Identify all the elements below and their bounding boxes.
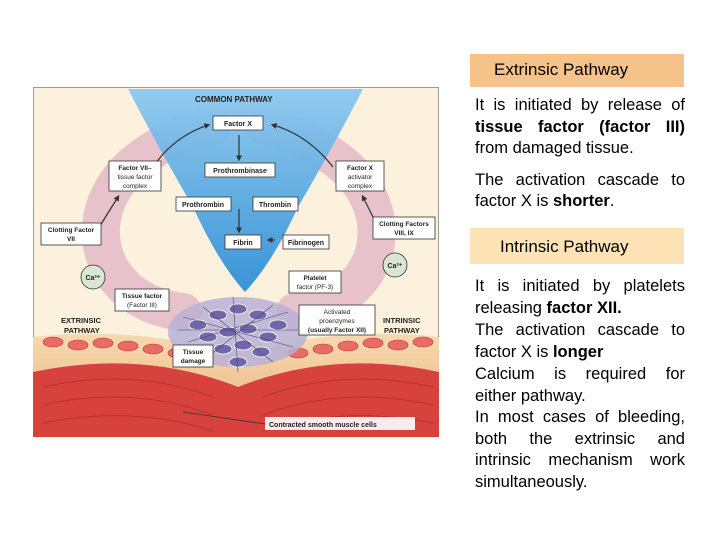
factor-vii-complex-box: Factor VII– tissue factor complex xyxy=(108,160,162,192)
activated-proenzymes-box: Activated proenzymes (usually Factor XII… xyxy=(298,304,376,336)
tissue-factor-box: Tissue factor (Factor III) xyxy=(114,288,170,312)
extrinsic-description: It is initiated by release of tissue fac… xyxy=(475,95,685,213)
intrinsic-pathway-title: Intrinsic Pathway xyxy=(500,237,629,256)
extrinsic-paragraph-1: It is initiated by release of tissue fac… xyxy=(475,96,685,157)
svg-text:VIII, IX: VIII, IX xyxy=(394,230,414,237)
thrombin-box: Thrombin xyxy=(252,196,299,212)
svg-text:Factor X: Factor X xyxy=(347,165,374,172)
svg-text:Platelet: Platelet xyxy=(303,275,327,282)
extrinsic-pathway-header: Extrinsic Pathway xyxy=(470,54,684,87)
svg-text:(Factor III): (Factor III) xyxy=(127,302,157,309)
svg-text:Ca²⁺: Ca²⁺ xyxy=(86,275,101,282)
svg-text:Fibrin: Fibrin xyxy=(233,240,252,247)
extrinsic-pathway-label: EXTRINSIC xyxy=(61,316,102,325)
svg-text:(usually Factor XII): (usually Factor XII) xyxy=(308,327,366,334)
factor-x-box: Factor X xyxy=(212,115,264,131)
svg-text:Prothrombinase: Prothrombinase xyxy=(213,168,267,175)
svg-text:Factor VII–: Factor VII– xyxy=(118,165,152,172)
extrinsic-pathway-label-2: PATHWAY xyxy=(64,326,100,335)
svg-text:VII: VII xyxy=(67,236,75,243)
tissue-damage-box: Tissue damage xyxy=(172,344,214,368)
svg-text:Prothrombin: Prothrombin xyxy=(182,202,224,209)
extrinsic-pathway-title: Extrinsic Pathway xyxy=(494,60,629,79)
calcium-left-icon: Ca²⁺ xyxy=(80,264,106,290)
svg-text:complex: complex xyxy=(348,183,373,190)
intrinsic-description: It is initiated by platelets releasing f… xyxy=(475,276,685,493)
svg-text:proenzymes: proenzymes xyxy=(319,318,355,325)
clotting-factors-viii-ix-box: Clotting Factors VIII, IX xyxy=(372,216,436,240)
svg-text:activator: activator xyxy=(348,174,373,181)
intrinsic-paragraph-4: In most cases of bleeding, both the extr… xyxy=(475,408,685,491)
factor-x-activator-box: Factor X activator complex xyxy=(335,160,385,192)
svg-text:Fibrinogen: Fibrinogen xyxy=(288,240,324,247)
red-cells-right xyxy=(287,336,434,359)
svg-text:Clotting Factor: Clotting Factor xyxy=(48,227,95,234)
clotting-factor-vii-box: Clotting Factor VII xyxy=(40,222,102,246)
intrinsic-pathway-label-2: PATHWAY xyxy=(384,326,420,335)
intrinsic-paragraph-2: The activation cascade to factor X is lo… xyxy=(475,321,685,361)
fibrinogen-box: Fibrinogen xyxy=(282,234,330,250)
intrinsic-paragraph-1: It is initiated by platelets releasing f… xyxy=(475,277,685,317)
svg-text:complex: complex xyxy=(123,183,148,190)
svg-text:Thrombin: Thrombin xyxy=(259,202,291,209)
platelet-factor-box: Platelet factor (PF-3) xyxy=(288,270,342,294)
prothrombinase-box: Prothrombinase xyxy=(204,162,276,178)
intrinsic-paragraph-3: Calcium is required for either pathway. xyxy=(475,365,685,405)
prothrombin-box: Prothrombin xyxy=(175,196,232,212)
smooth-muscle-pointer xyxy=(182,411,266,425)
svg-text:Ca²⁺: Ca²⁺ xyxy=(388,263,403,270)
svg-text:Factor X: Factor X xyxy=(224,121,252,128)
svg-text:Contracted smooth muscle cells: Contracted smooth muscle cells xyxy=(269,422,377,429)
red-cells-left xyxy=(42,336,189,359)
intrinsic-pathway-header: Intrinsic Pathway xyxy=(470,228,684,264)
svg-text:Clotting Factors: Clotting Factors xyxy=(379,221,429,228)
fibrin-box: Fibrin xyxy=(224,234,262,250)
intrinsic-pathway-label: INTRINSIC xyxy=(383,316,421,325)
coagulation-diagram: COMMON PATHWAY Factor X Prothrombinase P… xyxy=(33,87,439,437)
svg-text:Tissue: Tissue xyxy=(183,349,204,356)
svg-text:factor (PF-3): factor (PF-3) xyxy=(297,284,333,291)
common-pathway-label: COMMON PATHWAY xyxy=(195,95,273,104)
extrinsic-paragraph-2: The activation cascade to factor X is sh… xyxy=(475,170,685,211)
smooth-muscle-label: Contracted smooth muscle cells xyxy=(265,417,415,430)
svg-text:Tissue factor: Tissue factor xyxy=(122,293,163,300)
calcium-right-icon: Ca²⁺ xyxy=(382,252,408,278)
svg-text:tissue factor: tissue factor xyxy=(117,174,153,181)
svg-text:Activated: Activated xyxy=(324,309,351,316)
svg-text:damage: damage xyxy=(181,358,206,365)
